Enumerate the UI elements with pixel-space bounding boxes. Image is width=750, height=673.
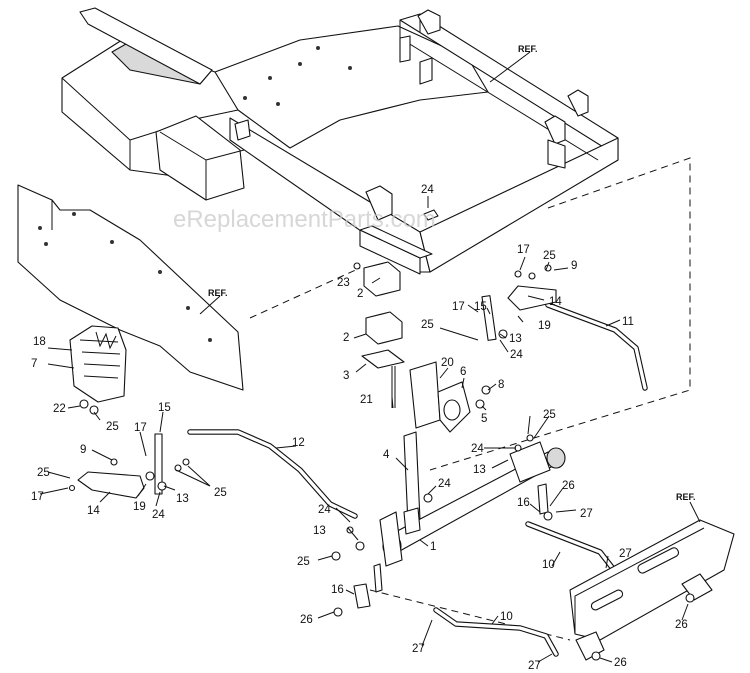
callout-2: 2 xyxy=(343,332,349,344)
callout-19: 19 xyxy=(133,501,146,513)
foot-pedal xyxy=(69,325,127,415)
callout-4: 4 xyxy=(383,449,390,461)
main-frame xyxy=(61,7,619,275)
callout-25: 25 xyxy=(214,487,227,499)
callout-25: 25 xyxy=(543,250,556,262)
left-side-panel xyxy=(17,184,244,391)
callout-25: 25 xyxy=(297,556,310,568)
callout-27: 27 xyxy=(580,508,593,520)
cross-shaft xyxy=(331,434,566,609)
callout-24: 24 xyxy=(421,184,434,196)
ref-label-side-panel: REF. xyxy=(208,288,228,298)
callout-27: 27 xyxy=(528,660,541,672)
callout-25: 25 xyxy=(543,409,556,421)
callout-9: 9 xyxy=(80,444,86,456)
callout-2: 2 xyxy=(357,288,363,300)
callout-14: 14 xyxy=(549,296,562,308)
callout-27: 27 xyxy=(619,548,632,560)
callout-10: 10 xyxy=(542,559,555,571)
ref-label-frame: REF. xyxy=(518,44,538,54)
callout-21: 21 xyxy=(360,394,373,406)
callout-25: 25 xyxy=(37,467,50,479)
callout-26: 26 xyxy=(614,657,627,669)
lift-link xyxy=(403,361,491,525)
callout-16: 16 xyxy=(517,497,530,509)
callout-19: 19 xyxy=(538,320,551,332)
callout-17: 17 xyxy=(452,301,465,313)
callout-12: 12 xyxy=(292,437,305,449)
callout-26: 26 xyxy=(562,480,575,492)
right-bracket xyxy=(569,519,735,661)
callout-25: 25 xyxy=(421,319,434,331)
callout-24: 24 xyxy=(152,509,165,521)
link-rods xyxy=(333,483,617,657)
callout-17: 17 xyxy=(31,491,44,503)
callout-14: 14 xyxy=(87,505,100,517)
callout-24: 24 xyxy=(438,478,451,490)
callout-13: 13 xyxy=(176,493,189,505)
callout-20: 20 xyxy=(441,357,454,369)
leader-lines xyxy=(39,51,701,663)
callout-15: 15 xyxy=(474,301,487,313)
callout-1: 1 xyxy=(430,541,436,553)
callout-24: 24 xyxy=(471,443,484,455)
callout-7: 7 xyxy=(31,358,37,370)
callout-15: 15 xyxy=(158,402,171,414)
callout-17: 17 xyxy=(517,244,530,256)
callout-13: 13 xyxy=(473,464,486,476)
callout-25: 25 xyxy=(106,421,119,433)
right-arm-assembly xyxy=(481,264,648,391)
callout-23: 23 xyxy=(337,277,350,289)
callout-9: 9 xyxy=(571,260,577,272)
callout-27: 27 xyxy=(412,643,425,655)
left-arm-assembly xyxy=(68,429,358,519)
callout-5: 5 xyxy=(481,413,487,425)
watermark: eReplacementParts.com xyxy=(173,206,436,233)
callout-22: 22 xyxy=(53,403,66,415)
callout-26: 26 xyxy=(300,614,313,626)
callout-8: 8 xyxy=(498,379,504,391)
callout-24: 24 xyxy=(318,504,331,516)
callout-6: 6 xyxy=(460,366,466,378)
callout-18: 18 xyxy=(33,336,46,348)
callout-13: 13 xyxy=(313,525,326,537)
callout-24: 24 xyxy=(510,349,523,361)
callout-16: 16 xyxy=(331,584,344,596)
callout-numbers: 24 17 25 9 23 2 14 17 15 11 2 25 13 19 2… xyxy=(31,184,688,672)
callout-10: 10 xyxy=(500,611,513,623)
ref-label-bracket: REF. xyxy=(676,492,696,502)
bushing-stack xyxy=(353,209,439,408)
callout-26: 26 xyxy=(675,619,688,631)
callout-11: 11 xyxy=(622,316,634,328)
callout-17: 17 xyxy=(134,422,147,434)
callout-13: 13 xyxy=(509,333,522,345)
callout-3: 3 xyxy=(343,370,349,382)
